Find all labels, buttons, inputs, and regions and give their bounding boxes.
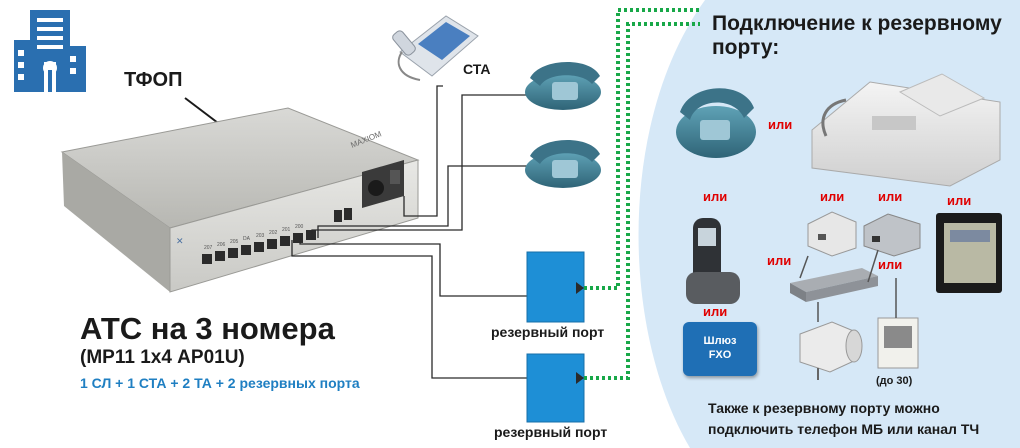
port-label: 201 bbox=[282, 227, 291, 233]
footer-note: Также к резервному порту можно подключит… bbox=[708, 400, 980, 437]
fxo-gateway-badge: Шлюз FXO bbox=[683, 322, 757, 376]
panel-title: Подключение к резервному порту: bbox=[712, 12, 1002, 59]
fxo-gateway-line1: Шлюз bbox=[703, 335, 737, 347]
reserve-port-box-2 bbox=[526, 353, 585, 423]
option-ip-gsm-module bbox=[936, 213, 1002, 293]
option-dect-phone bbox=[686, 218, 740, 304]
option-fax bbox=[811, 73, 1001, 187]
system-phone-label: СТА bbox=[463, 61, 491, 77]
or-label: или bbox=[820, 189, 845, 204]
reserve-port-label-1: резервный порт bbox=[491, 324, 605, 340]
or-label: или bbox=[703, 189, 728, 204]
svg-text:✕: ✕ bbox=[176, 236, 184, 246]
option-splitter bbox=[807, 211, 857, 257]
or-label: или bbox=[767, 253, 792, 268]
or-label: или bbox=[768, 117, 793, 132]
option-links bbox=[799, 249, 897, 322]
port-label: DA bbox=[243, 236, 251, 242]
or-label: или bbox=[947, 193, 972, 208]
option-adapter bbox=[863, 213, 921, 257]
port-label: 207 bbox=[204, 245, 213, 251]
system-phone bbox=[392, 15, 479, 81]
building-icon bbox=[14, 10, 86, 92]
analog-phone-1 bbox=[525, 61, 601, 110]
pbx-title: АТС на 3 номера bbox=[80, 311, 335, 346]
pbx-model: (МР11 1х4 АР01U) bbox=[80, 347, 245, 368]
or-label: или bbox=[703, 304, 728, 319]
option-pa-module bbox=[877, 317, 919, 369]
option-phone bbox=[676, 88, 756, 158]
pstn-label: ТФОП bbox=[124, 69, 183, 91]
reserve-links bbox=[584, 8, 700, 380]
option-switch bbox=[790, 268, 878, 302]
analog-phone-2 bbox=[525, 139, 601, 188]
port-label: 206 bbox=[217, 242, 226, 248]
pstn-line bbox=[184, 97, 223, 127]
fxo-gateway-line2: FXO bbox=[708, 349, 732, 361]
option-loudspeaker bbox=[799, 321, 863, 380]
reserve-port-label-2: резервный порт bbox=[494, 424, 608, 440]
pbx-config: 1 СЛ + 1 СТА + 2 ТА + 2 резервных порта bbox=[80, 375, 360, 391]
wiring bbox=[291, 85, 528, 379]
or-label: или bbox=[878, 257, 903, 272]
port-label: 205 bbox=[230, 239, 239, 245]
pbx-device: MAXIOM ✕ 207 206 205 DA 203 202 201 200 bbox=[60, 107, 420, 293]
pa-module-note: (до 30) bbox=[876, 375, 913, 387]
port-label: 202 bbox=[269, 230, 278, 236]
port-label: 200 bbox=[295, 224, 304, 230]
or-label: или bbox=[878, 189, 903, 204]
reserve-port-box-1 bbox=[526, 251, 585, 323]
port-label: 203 bbox=[256, 233, 265, 239]
